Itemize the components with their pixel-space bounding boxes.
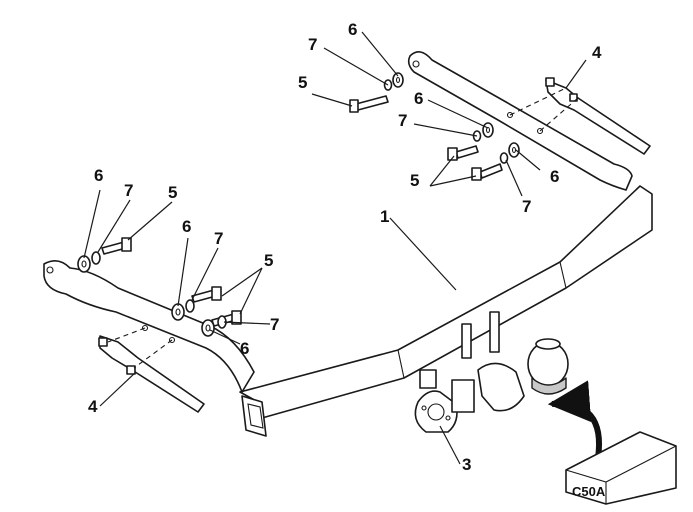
- right-side-arm-part: [407, 51, 633, 191]
- label-washer-top: 6: [348, 20, 357, 39]
- socket-plate-part: [414, 369, 475, 433]
- spring-washer-part: [91, 79, 509, 329]
- label-spring-washer-lower: 7: [270, 315, 279, 334]
- washer-part: [77, 72, 520, 337]
- label-spring-washer-center: 7: [214, 229, 223, 248]
- label-washer-lower: 6: [240, 339, 249, 358]
- bracket-right-part: [545, 77, 651, 155]
- alignment-line: [133, 339, 173, 369]
- crossbeam-part: [239, 185, 653, 437]
- label-spring-washer-top: 7: [308, 35, 317, 54]
- label-spring-washer-right: 7: [522, 197, 531, 216]
- label-socket: 3: [462, 455, 471, 474]
- bracket-left-part: [98, 335, 205, 413]
- bolt-part: [101, 95, 503, 327]
- package-box: [565, 431, 677, 505]
- label-bolt-top: 5: [298, 73, 307, 92]
- label-washer-left: 6: [94, 166, 103, 185]
- alignment-line: [509, 87, 567, 116]
- label-bracket-left: 4: [88, 397, 98, 416]
- label-beam: 1: [380, 207, 389, 226]
- left-side-arm-part: [43, 260, 255, 393]
- label-bolt-mid: 5: [410, 171, 419, 190]
- leader-lines: [83, 31, 587, 465]
- package-label: C50A: [572, 484, 606, 499]
- label-bolt-center: 5: [264, 251, 273, 270]
- label-washer-center: 6: [182, 217, 191, 236]
- label-washer-mid: 6: [414, 89, 423, 108]
- label-spring-washer-mid: 7: [398, 111, 407, 130]
- alignment-line: [107, 327, 146, 343]
- label-bracket-right: 4: [592, 43, 602, 62]
- label-spring-washer-left: 7: [124, 181, 133, 200]
- label-bolt-left: 5: [168, 183, 177, 202]
- label-washer-right: 6: [550, 167, 559, 186]
- curved-arrow: [547, 380, 602, 459]
